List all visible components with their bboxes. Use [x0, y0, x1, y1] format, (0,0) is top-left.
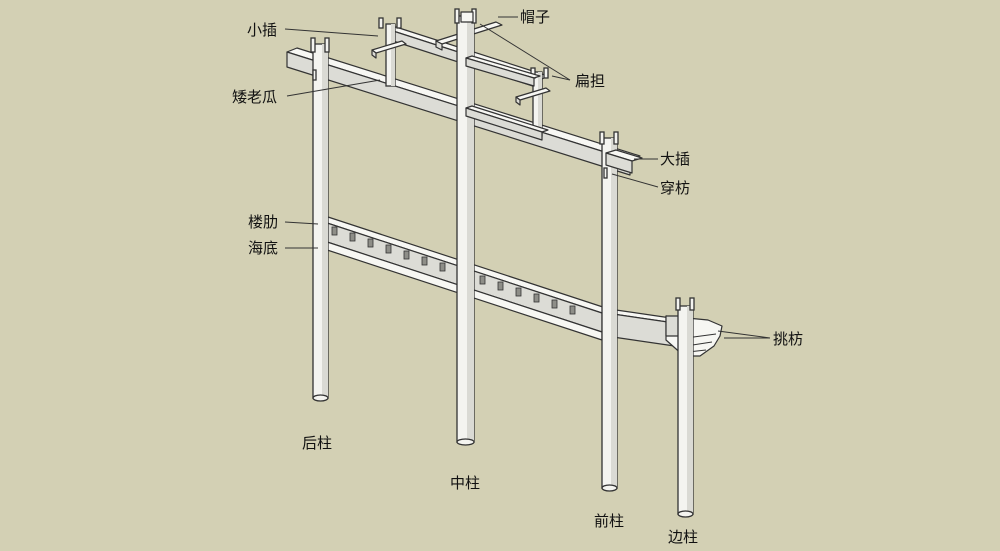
front-column [599, 131, 619, 492]
label-bianzhu: 边柱 [668, 528, 699, 546]
label-dacha: 大插 [660, 150, 691, 168]
label-zhongzhu: 中柱 [450, 474, 481, 492]
label-houzhu: 后柱 [302, 434, 333, 452]
label-loulei: 楼肋 [248, 213, 279, 231]
label-qianzhu: 前柱 [594, 512, 625, 530]
label-chuanfang: 穿枋 [660, 179, 691, 197]
biandan-beams [465, 55, 549, 141]
label-ailaogua: 矮老瓜 [232, 88, 278, 106]
label-biandan: 扁担 [575, 72, 606, 90]
label-haidi: 海底 [248, 239, 279, 257]
side-column [675, 297, 695, 518]
short-struts [371, 17, 551, 137]
rear-column [310, 37, 330, 402]
dacha-block [312, 69, 643, 179]
center-column [454, 8, 477, 446]
joist-slots [331, 226, 576, 315]
label-maozi: 帽子 [520, 8, 551, 26]
label-tiaofang: 挑枋 [773, 330, 804, 348]
leader-lines [284, 16, 771, 339]
tiaofang-beam [605, 309, 723, 357]
label-xiaocha: 小插 [247, 21, 278, 39]
